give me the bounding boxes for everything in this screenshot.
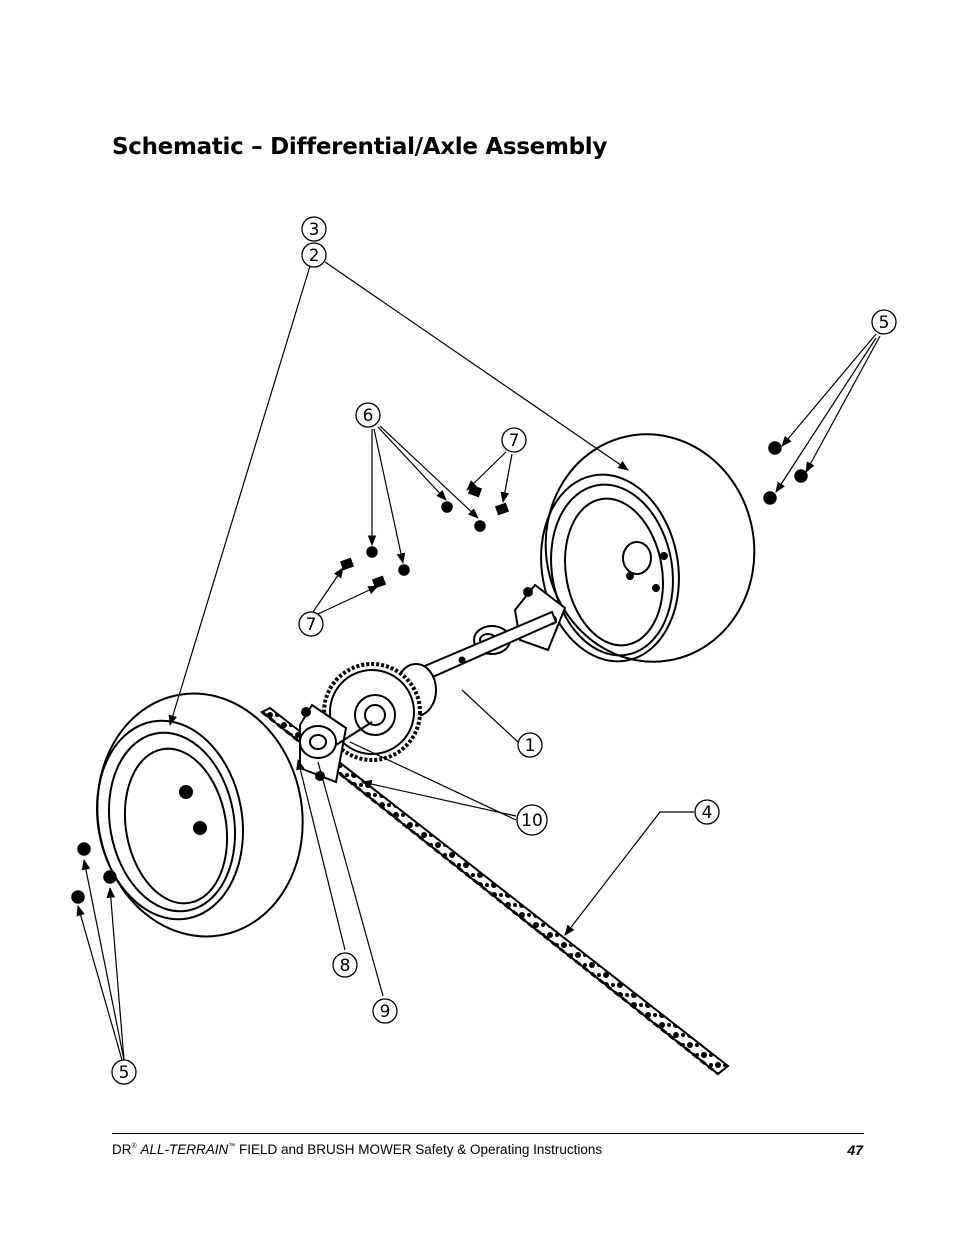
callout-6: 6: [355, 402, 381, 428]
left-wheel: [95, 692, 304, 938]
footer-description: FIELD and BRUSH MOWER Safety & Operating…: [238, 1142, 603, 1157]
callout-5-top: 5: [871, 309, 897, 335]
footer-brand: DR: [112, 1142, 132, 1157]
svg-text:3: 3: [309, 220, 320, 240]
footer-brand-mark: ®: [131, 1143, 137, 1150]
svg-text:10: 10: [521, 811, 543, 831]
callout-1: 1: [517, 732, 543, 758]
footer-divider: [112, 1133, 864, 1134]
callout-8: 8: [332, 952, 358, 978]
axle-assembly: [299, 583, 567, 784]
callout-7-top: 7: [501, 427, 527, 453]
callout-5-bottom: 5: [111, 1059, 137, 1085]
footer-product: ALL-TERRAIN: [140, 1142, 229, 1157]
drive-chain: [260, 706, 730, 1076]
svg-text:2: 2: [309, 246, 320, 266]
callout-9: 9: [372, 998, 398, 1024]
callout-4: 4: [694, 799, 720, 825]
page-number: 47: [847, 1142, 863, 1158]
svg-text:5: 5: [879, 313, 890, 333]
page-title: Schematic – Differential/Axle Assembly: [112, 134, 608, 160]
svg-text:9: 9: [380, 1002, 391, 1022]
svg-text:1: 1: [525, 736, 536, 756]
footer-text: DR® ALL-TERRAIN™ FIELD and BRUSH MOWER S…: [112, 1142, 602, 1157]
right-wheel: [540, 433, 756, 663]
callout-10: 10: [516, 804, 548, 836]
svg-text:6: 6: [363, 406, 374, 426]
callout-7-left: 7: [298, 611, 324, 637]
svg-text:5: 5: [119, 1063, 130, 1083]
callout-3: 3: [301, 216, 327, 242]
svg-text:7: 7: [509, 431, 520, 451]
svg-text:8: 8: [340, 956, 351, 976]
svg-text:7: 7: [306, 615, 317, 635]
callout-2: 2: [301, 242, 327, 268]
footer-product-mark: ™: [228, 1143, 236, 1150]
svg-text:4: 4: [702, 803, 713, 823]
leader-lines: [76, 261, 881, 1061]
nuts-and-bolts: [71, 441, 808, 904]
